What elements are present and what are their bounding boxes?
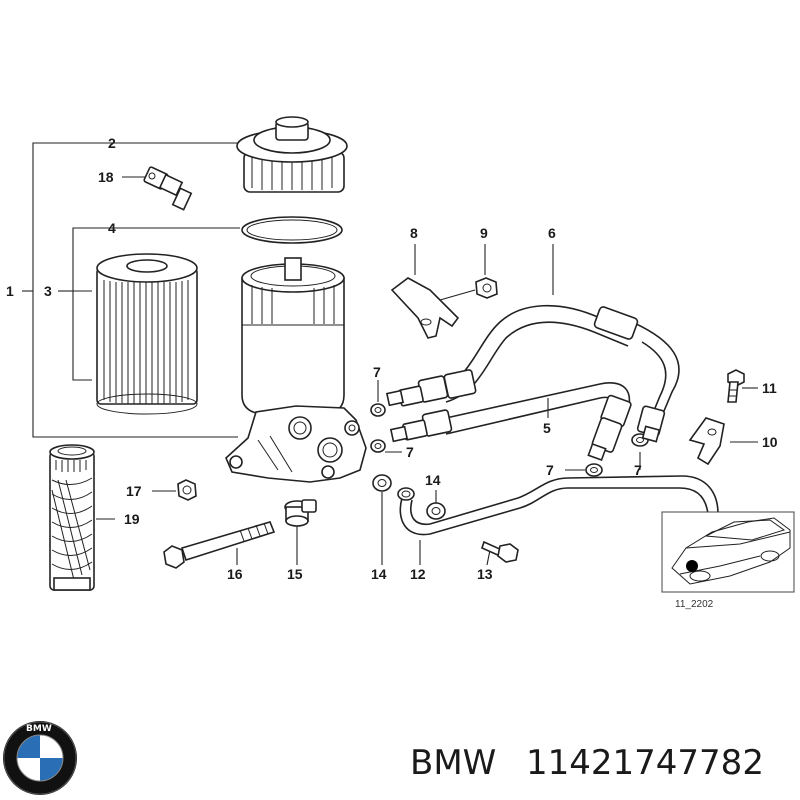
banjo-bolt: [481, 540, 519, 563]
pressure-sensor: [143, 166, 193, 211]
mounting-bolt: [163, 521, 276, 569]
hose-fitting-upper: [385, 369, 477, 407]
oil-cooler-hose-6: [439, 304, 680, 443]
bmw-logo: BMW: [3, 721, 77, 795]
callout-14-b: 14: [371, 566, 387, 582]
part-number: 11421747782: [526, 743, 764, 783]
callout-10: 10: [762, 434, 778, 450]
callout-18: 18: [98, 169, 114, 185]
callout-12: 12: [410, 566, 426, 582]
callout-16: 16: [227, 566, 243, 582]
hose-fitting-lower: [389, 409, 453, 443]
vehicle-locator-inset: 11_2202: [661, 511, 795, 610]
oil-filter-cap: [236, 116, 348, 193]
callout-17: 17: [126, 483, 142, 499]
callout-3: 3: [44, 283, 52, 299]
callout-13: 13: [477, 566, 493, 582]
oil-cooler-hose-5: [445, 382, 632, 462]
callout-7-d: 7: [634, 462, 642, 478]
hose-clip: [688, 417, 725, 466]
callout-7-c: 7: [546, 462, 554, 478]
sealing-washer-14: [372, 474, 446, 520]
callout-19: 19: [124, 511, 140, 527]
filter-spiral-insert: [49, 444, 95, 591]
logo-letters: BMW: [26, 724, 52, 734]
oil-filter-housing: [225, 257, 367, 483]
hose-bracket: [390, 277, 460, 339]
oil-filter-element: [96, 253, 198, 415]
callout-6: 6: [548, 225, 556, 241]
callout-2: 2: [108, 135, 116, 151]
callout-15: 15: [287, 566, 303, 582]
hex-bolt-11: [727, 369, 745, 403]
location-marker-icon: [686, 560, 698, 572]
callout-11: 11: [762, 380, 777, 396]
callout-7-b: 7: [406, 444, 414, 460]
callout-8: 8: [410, 225, 418, 241]
hex-nut-17: [177, 479, 197, 501]
callout-14-a: 14: [425, 472, 441, 488]
sealing-washer-7: [370, 403, 649, 477]
callout-7-a: 7: [373, 364, 381, 380]
brand-name: BMW: [410, 743, 496, 783]
callout-numbers: 1 3 2 18 4 8 9 6 7 7 7 7 5 11 10 14 17 1…: [6, 135, 778, 582]
callout-5: 5: [543, 420, 551, 436]
callout-9: 9: [480, 225, 488, 241]
housing-seal-ring: [241, 216, 343, 244]
callout-1: 1: [6, 283, 14, 299]
screw-plug: [284, 499, 317, 527]
inset-reference: 11_2202: [675, 599, 714, 610]
oil-return-pipe: [397, 475, 719, 536]
hex-nut-9: [475, 277, 498, 299]
callout-4: 4: [108, 220, 116, 236]
